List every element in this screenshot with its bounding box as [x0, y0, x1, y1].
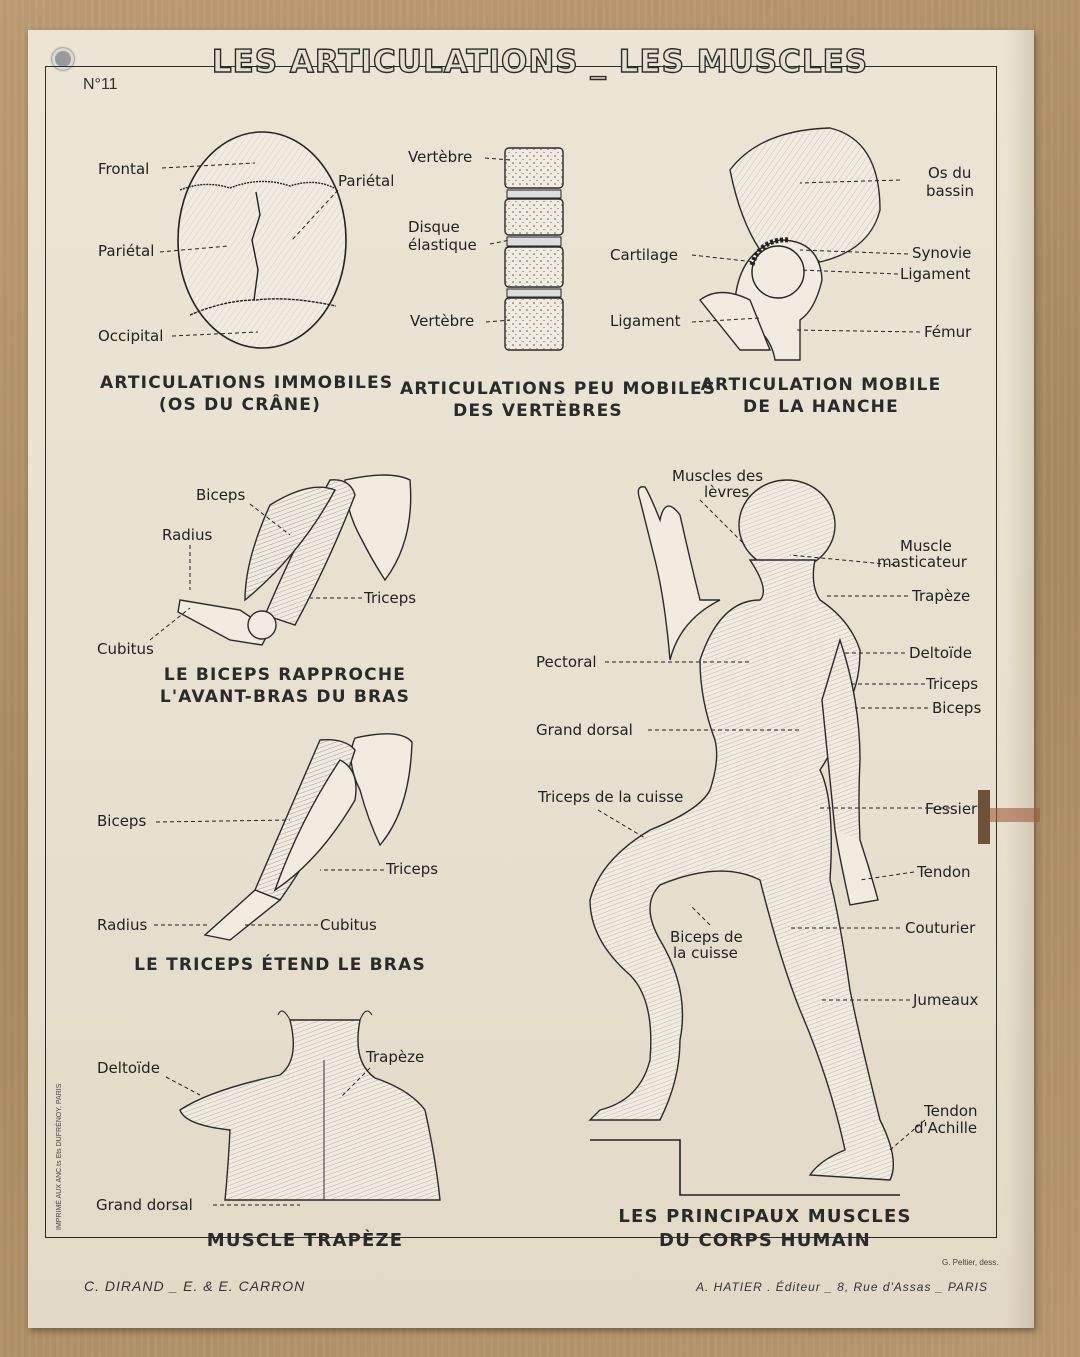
footer-authors: C. DIRAND _ E. & E. CARRON: [84, 1278, 306, 1294]
label-biceps: Biceps: [97, 812, 147, 830]
caption-spine-2: DES VERTÈBRES: [453, 401, 623, 421]
caption-body-2: DU CORPS HUMAIN: [659, 1230, 871, 1251]
label-cubitus: Cubitus: [97, 640, 154, 658]
label-masticateur-2: masticateur: [877, 553, 967, 571]
label-parietal-right: Pariétal: [338, 172, 395, 190]
caption-hip-2: DE LA HANCHE: [743, 397, 899, 417]
label-femur: Fémur: [924, 323, 972, 341]
caption-arm-flex-1: LE BICEPS RAPPROCHE: [163, 665, 407, 685]
label-synovie: Synovie: [912, 244, 972, 262]
caption-body-1: LES PRINCIPAUX MUSCLES: [618, 1206, 912, 1227]
label-disque-2: élastique: [408, 236, 477, 254]
spine-drawing: [504, 147, 564, 351]
arm-flex-drawing: [177, 474, 412, 646]
label-biceps-cuisse-1: Biceps de: [670, 928, 743, 946]
label-radius: Radius: [97, 916, 148, 934]
label-grand-dorsal: Grand dorsal: [96, 1196, 193, 1214]
label-vertebre-top: Vertèbre: [408, 148, 473, 166]
label-cartilage: Cartilage: [610, 246, 678, 264]
label-masticateur-1: Muscle: [900, 537, 952, 555]
poster-title: LES ARTICULATIONS _ LES MUSCLES: [211, 43, 869, 80]
grommet-hole: [52, 48, 74, 70]
label-frontal: Frontal: [98, 160, 150, 178]
label-triceps-cuisse: Triceps de la cuisse: [538, 788, 684, 806]
caption-back: MUSCLE TRAPÈZE: [206, 1230, 404, 1251]
tape-strip: [990, 808, 1040, 822]
label-jumeaux: Jumeaux: [913, 991, 979, 1009]
label-biceps: Biceps: [932, 699, 982, 717]
label-vertebre-bottom: Vertèbre: [410, 312, 475, 330]
label-achille-2: d'Achille: [914, 1119, 978, 1137]
back-drawing: [179, 1010, 441, 1201]
tape-mark: [978, 790, 990, 844]
label-triceps: Triceps: [926, 675, 979, 693]
caption-skull-1: ARTICULATIONS IMMOBILES: [100, 373, 394, 393]
label-os-2: bassin: [926, 182, 975, 200]
label-triceps: Triceps: [364, 589, 417, 607]
label-trapeze: Trapèze: [912, 587, 971, 605]
label-biceps-cuisse-2: la cuisse: [673, 944, 738, 962]
label-parietal-left: Pariétal: [98, 242, 155, 260]
label-biceps: Biceps: [196, 486, 246, 504]
label-cubitus: Cubitus: [320, 916, 377, 934]
label-radius: Radius: [162, 526, 213, 544]
label-ligament-right: Ligament: [900, 265, 971, 283]
artist-credit: G. Peltier, dess.: [942, 1258, 999, 1267]
arm-extend-drawing: [203, 733, 413, 941]
label-triceps: Triceps: [386, 860, 439, 878]
label-disque-1: Disque: [408, 218, 460, 236]
label-occipital: Occipital: [98, 327, 164, 345]
poster-number: N°11: [83, 76, 118, 93]
caption-arm-flex-2: L'AVANT-BRAS DU BRAS: [159, 687, 411, 707]
label-tendon: Tendon: [917, 863, 971, 881]
hip-drawing: [699, 127, 881, 361]
caption-hip-1: ARTICULATION MOBILE: [700, 375, 942, 395]
footer-publisher: A. HATIER . Éditeur _ 8, Rue d'Assas _ P…: [696, 1280, 988, 1294]
label-deltoide: Deltoïde: [909, 644, 972, 662]
poster-frame: [45, 66, 997, 1238]
caption-spine-1: ARTICULATIONS PEU MOBILES: [400, 379, 717, 399]
label-levres-2: lèvres: [704, 483, 750, 501]
caption-arm-extend: LE TRICEPS ÉTEND LE BRAS: [134, 955, 426, 975]
label-grand-dorsal: Grand dorsal: [536, 721, 633, 739]
poster-worn-edge: [1006, 30, 1034, 1328]
label-couturier: Couturier: [905, 919, 976, 937]
label-os-1: Os du: [928, 164, 972, 182]
label-levres-1: Muscles des: [672, 467, 764, 485]
caption-skull-2: (OS DU CRÂNE): [158, 395, 322, 415]
label-deltoide: Deltoïde: [97, 1059, 160, 1077]
skull-drawing: [177, 131, 347, 349]
pointer-lines: [149, 157, 950, 1206]
label-trapeze: Trapèze: [366, 1048, 425, 1066]
human-body-drawing: [588, 479, 900, 1196]
label-achille-1: Tendon: [924, 1102, 978, 1120]
printer-mark: IMPRIMÉ AUX ANC.ts Ets DUFRÉNOY, PARIS: [56, 1083, 63, 1230]
label-ligament-left: Ligament: [610, 312, 681, 330]
label-fessier: Fessier: [925, 800, 978, 818]
label-pectoral: Pectoral: [536, 653, 597, 671]
